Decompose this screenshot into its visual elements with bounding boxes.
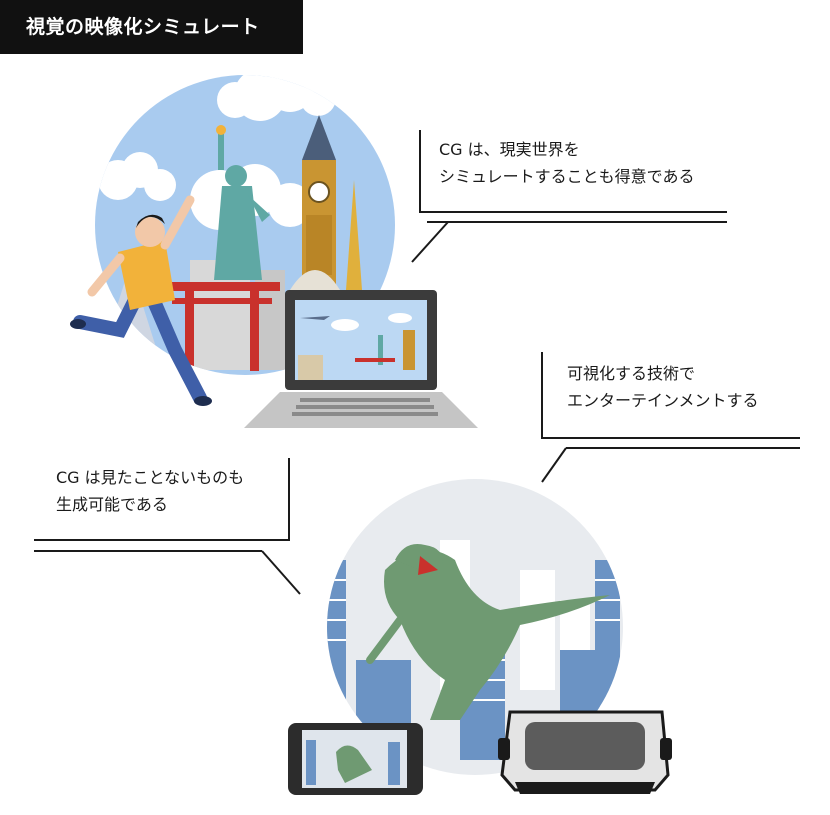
- caption-line: CG は、現実世界を: [439, 140, 580, 159]
- caption-top-right: CG は、現実世界を シミュレートすることも得意である: [439, 136, 695, 190]
- callout-top-right: [411, 130, 727, 263]
- statue-of-liberty-icon: [214, 125, 270, 280]
- dome-icon: [290, 270, 340, 290]
- torii-gate-icon: [165, 282, 280, 371]
- caption-line: CG は見たことないものも: [56, 468, 245, 487]
- tower-icon: [346, 180, 362, 290]
- callout-middle-right: [541, 352, 800, 483]
- caption-middle-right: 可視化する技術で エンターテインメントする: [567, 360, 759, 414]
- traveler-person-icon: [70, 195, 212, 406]
- callout-left: [34, 458, 301, 595]
- caption-left: CG は見たことないものも 生成可能である: [56, 464, 244, 518]
- smartphone-icon: [288, 723, 423, 795]
- page-title: 視覚の映像化シミュレート: [0, 0, 303, 54]
- vr-headset-icon: [498, 710, 672, 794]
- caption-line: 生成可能である: [56, 495, 168, 514]
- caption-line: シミュレートすることも得意である: [439, 167, 695, 186]
- caption-line: 可視化する技術で: [567, 364, 696, 383]
- caption-line: エンターテインメントする: [567, 391, 759, 410]
- dinosaur-icon: [366, 544, 610, 720]
- laptop-icon: [244, 290, 478, 428]
